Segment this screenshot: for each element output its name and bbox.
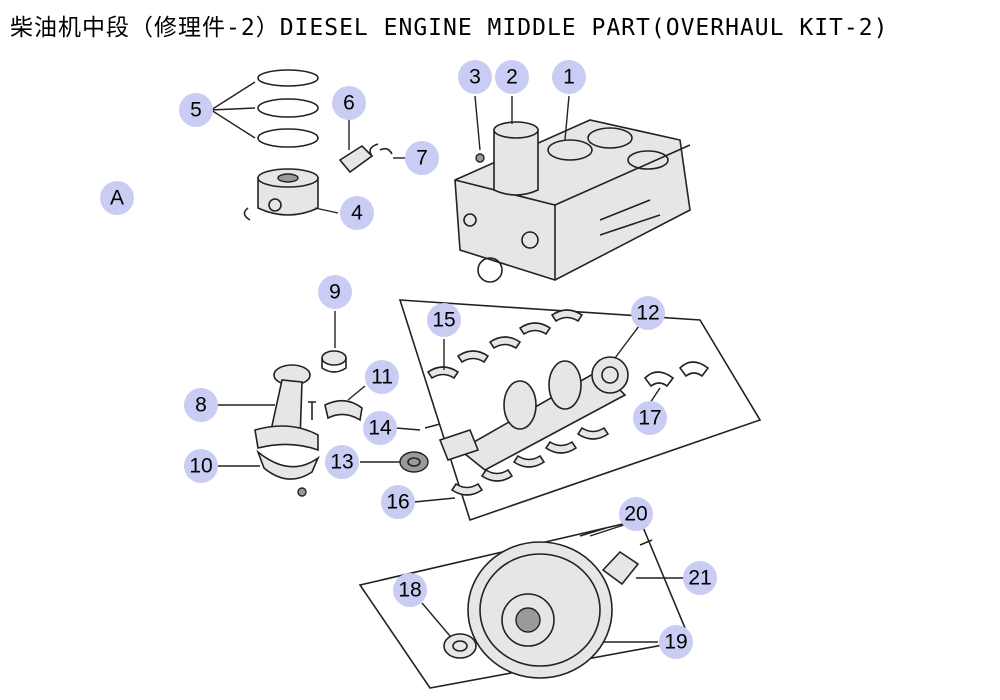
svg-text:17: 17 <box>638 407 661 430</box>
piston-rings <box>257 69 319 148</box>
svg-text:21: 21 <box>688 567 711 590</box>
piston-pin <box>338 143 393 174</box>
lock-plate <box>601 539 653 586</box>
callout-9: 9 <box>318 275 352 309</box>
callout-1: 1 <box>552 60 586 94</box>
svg-text:15: 15 <box>432 309 455 332</box>
flywheel-dowel <box>579 527 607 537</box>
svg-text:13: 13 <box>330 451 353 474</box>
svg-text:18: 18 <box>398 579 421 602</box>
cylinder-liner <box>493 121 539 196</box>
svg-text:20: 20 <box>624 503 647 526</box>
svg-text:3: 3 <box>469 66 481 89</box>
small-end-bushing <box>321 350 347 373</box>
pilot-bearing <box>443 633 477 659</box>
svg-text:11: 11 <box>371 366 393 389</box>
svg-text:2: 2 <box>506 66 518 89</box>
callout-14: 14 <box>363 411 397 445</box>
piston <box>243 168 319 221</box>
svg-text:6: 6 <box>343 92 355 115</box>
callout-11: 11 <box>365 360 399 394</box>
callout-10: 10 <box>184 449 218 483</box>
thrust-washers <box>643 361 710 388</box>
callout-17: 17 <box>633 401 667 435</box>
svg-text:1: 1 <box>563 66 575 89</box>
svg-text:7: 7 <box>416 147 428 170</box>
callout-16: 16 <box>381 485 415 519</box>
callout-19: 19 <box>659 625 693 659</box>
callout-18: 18 <box>393 573 427 607</box>
svg-text:A: A <box>110 187 124 210</box>
callout-2: 2 <box>495 60 529 94</box>
page-title: 柴油机中段（修理件-2）DIESEL ENGINE MIDDLE PART(OV… <box>10 15 889 41</box>
svg-text:14: 14 <box>368 417 392 440</box>
woodruff-key <box>424 423 441 429</box>
callout-6: 6 <box>332 86 366 120</box>
svg-text:19: 19 <box>664 631 687 654</box>
callout-3: 3 <box>458 60 492 94</box>
callout-15: 15 <box>427 303 461 337</box>
svg-text:8: 8 <box>195 394 207 417</box>
main-bearings-lower <box>450 426 610 496</box>
svg-text:16: 16 <box>386 491 409 514</box>
callout-4: 4 <box>340 196 374 230</box>
callout-20: 20 <box>619 497 653 531</box>
cylinder-block <box>454 119 691 283</box>
callout-21: 21 <box>683 561 717 595</box>
section-label-a: A <box>100 181 134 215</box>
svg-text:10: 10 <box>189 455 212 478</box>
callout-8: 8 <box>184 388 218 422</box>
flywheel <box>467 541 613 679</box>
svg-text:9: 9 <box>329 281 341 304</box>
main-bearings-upper <box>426 309 584 380</box>
crankshaft-gear <box>399 451 429 473</box>
callout-7: 7 <box>405 141 439 175</box>
callout-5: 5 <box>179 93 213 127</box>
callout-12: 12 <box>631 296 665 330</box>
dowel-pin <box>475 153 485 163</box>
connecting-rod <box>254 364 319 452</box>
con-rod-bolt <box>308 401 316 420</box>
con-rod-bearing <box>324 399 363 422</box>
svg-text:12: 12 <box>636 302 659 325</box>
svg-text:5: 5 <box>190 99 202 122</box>
crankshaft <box>438 356 629 471</box>
callout-13: 13 <box>325 445 359 479</box>
connecting-rod-cap <box>256 449 320 497</box>
svg-text:4: 4 <box>351 202 363 225</box>
